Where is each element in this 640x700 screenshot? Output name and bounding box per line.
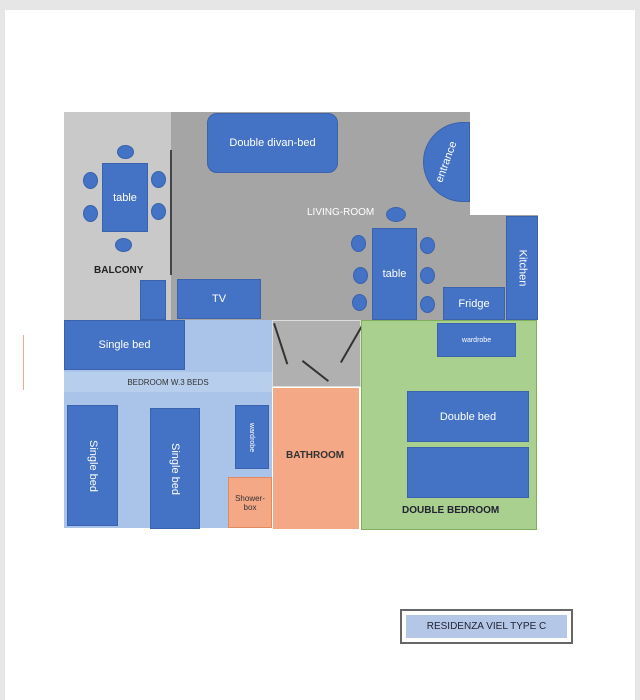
shower-box: Shower-box <box>228 477 272 528</box>
double-bed-lower <box>407 447 529 498</box>
single-bed-1: Single bed <box>67 405 118 526</box>
kitchen: Kitchen <box>506 216 538 320</box>
balcony-cabinet <box>140 280 166 320</box>
double-bedroom-label: DOUBLE BEDROOM <box>402 505 500 516</box>
double-bed: Double bed <box>407 391 529 442</box>
balcony-table-label: table <box>113 191 137 204</box>
title-box: RESIDENZA VIEL TYPE C <box>400 609 573 644</box>
wardrobe-bedroom: wardrobe <box>235 405 269 469</box>
bathroom-label: BATHROOM <box>286 450 345 461</box>
balcony-wall <box>170 150 172 275</box>
chair <box>351 235 366 252</box>
fridge-label: Fridge <box>458 297 490 310</box>
tv: TV <box>177 279 261 319</box>
chair <box>420 267 435 284</box>
chair <box>352 294 367 311</box>
chair <box>151 203 166 220</box>
wardrobe-double-label: wardrobe <box>461 336 492 344</box>
double-bed-label: Double bed <box>439 410 497 423</box>
single-bed-2-label: Single bed <box>169 442 181 495</box>
wardrobe-double: wardrobe <box>437 323 516 357</box>
double-divan-bed-label: Double divan-bed <box>229 137 316 149</box>
balcony-label: BALCONY <box>94 265 144 276</box>
chair <box>117 145 134 159</box>
chair <box>353 267 368 284</box>
bedroom-label-bar: BEDROOM W.3 BEDS <box>64 372 272 392</box>
bathroom-area <box>272 387 360 530</box>
single-bed-top: Single bed <box>64 320 185 370</box>
tv-label: TV <box>211 293 227 305</box>
living-table-label: table <box>382 268 407 280</box>
balcony-table: table <box>102 163 148 232</box>
chair <box>151 171 166 188</box>
chair <box>83 205 98 222</box>
chair <box>115 238 132 252</box>
single-bed-1-label: Single bed <box>86 439 99 492</box>
fridge: Fridge <box>443 287 505 320</box>
double-divan-bed: Double divan-bed <box>207 113 338 173</box>
single-bed-top-label: Single bed <box>98 339 151 351</box>
kitchen-label: Kitchen <box>516 249 529 287</box>
chair <box>420 296 435 313</box>
title-label: RESIDENZA VIEL TYPE C <box>406 615 567 638</box>
chair <box>83 172 98 189</box>
shower-box-label: Shower-box <box>235 493 265 512</box>
living-table: table <box>372 228 417 320</box>
entrance-label: entrance <box>433 139 460 185</box>
hallway <box>272 320 361 387</box>
single-bed-2: Single bed <box>150 408 200 529</box>
living-room-label: LIVING-ROOM <box>307 207 375 218</box>
chair <box>420 237 435 254</box>
wardrobe-bedroom-label: wardrobe <box>248 422 256 452</box>
margin-marker <box>23 335 24 390</box>
chair <box>386 207 406 222</box>
bedroom-3-beds-label: BEDROOM W.3 BEDS <box>127 377 209 387</box>
